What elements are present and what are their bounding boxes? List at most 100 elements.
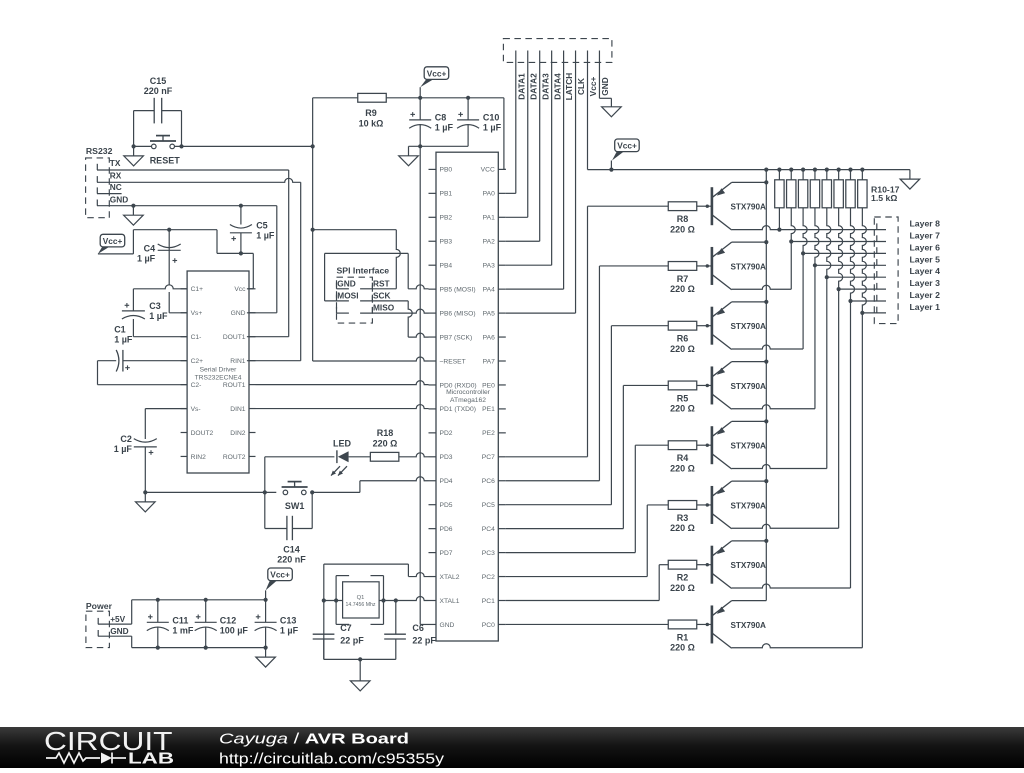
svg-text:PD7: PD7	[440, 550, 453, 557]
svg-text:+5V: +5V	[110, 614, 125, 624]
svg-text:PB0: PB0	[440, 167, 453, 174]
svg-text:SPI Interface: SPI Interface	[337, 266, 390, 276]
svg-text:PA5: PA5	[483, 310, 495, 317]
svg-text:DATA3: DATA3	[540, 73, 550, 100]
svg-text:TX: TX	[110, 158, 121, 168]
svg-text:RESET: RESET	[150, 156, 181, 166]
svg-text:Layer 5: Layer 5	[910, 254, 941, 264]
svg-text:Layer 2: Layer 2	[910, 290, 941, 300]
svg-text:220 Ω: 220 Ω	[670, 463, 695, 473]
svg-text:XTAL2: XTAL2	[440, 574, 460, 581]
svg-text:220 Ω: 220 Ω	[373, 438, 398, 448]
svg-text:PD4: PD4	[440, 478, 453, 485]
svg-text:PB4: PB4	[440, 263, 453, 270]
svg-text:http://circuitlab.com/c95355y: http://circuitlab.com/c95355y	[219, 751, 444, 768]
svg-text:R1: R1	[677, 632, 689, 642]
svg-text:Layer 8: Layer 8	[910, 219, 941, 229]
svg-text:PD3: PD3	[440, 454, 453, 461]
svg-text:ROUT2: ROUT2	[223, 454, 246, 461]
svg-text:220 Ω: 220 Ω	[670, 224, 695, 234]
svg-text:220 Ω: 220 Ω	[670, 523, 695, 533]
svg-text:Vcc+: Vcc+	[103, 236, 123, 246]
svg-text:Layer 4: Layer 4	[910, 266, 941, 276]
svg-text:PC6: PC6	[482, 478, 495, 485]
svg-text:220 Ω: 220 Ω	[670, 583, 695, 593]
svg-text:PC4: PC4	[482, 526, 495, 533]
svg-text:ROUT1: ROUT1	[223, 382, 246, 389]
svg-text:1.5 kΩ: 1.5 kΩ	[871, 193, 897, 203]
svg-text:C6: C6	[412, 623, 424, 633]
svg-text:GND: GND	[110, 194, 128, 204]
svg-text:TRS232ECNE4: TRS232ECNE4	[195, 374, 242, 381]
svg-text:R5: R5	[677, 393, 689, 403]
svg-text:DOUT1: DOUT1	[223, 334, 246, 341]
svg-text:DIN2: DIN2	[230, 430, 246, 437]
svg-text:22 pF: 22 pF	[412, 635, 436, 645]
svg-text:Vcc+: Vcc+	[617, 141, 637, 151]
svg-text:R9: R9	[365, 108, 377, 118]
svg-text:PD5: PD5	[440, 502, 453, 509]
svg-text:PC0: PC0	[482, 622, 495, 629]
svg-text:100 µF: 100 µF	[220, 626, 249, 636]
svg-text:GND: GND	[110, 626, 128, 636]
svg-text:PB2: PB2	[440, 215, 453, 222]
svg-text:PA7: PA7	[483, 358, 495, 365]
svg-text:C14: C14	[283, 544, 300, 554]
svg-text:DOUT2: DOUT2	[191, 430, 214, 437]
svg-text:C15: C15	[150, 76, 167, 86]
svg-text:Vcc: Vcc	[234, 286, 246, 293]
svg-text:MISO: MISO	[373, 303, 395, 313]
svg-text:PC5: PC5	[482, 502, 495, 509]
svg-text:SW1: SW1	[285, 501, 305, 511]
svg-text:GND: GND	[337, 279, 355, 289]
svg-text:C2+: C2+	[191, 358, 204, 365]
svg-text:Vcc+: Vcc+	[588, 77, 598, 97]
svg-text:R10-17: R10-17	[871, 185, 900, 195]
svg-text:1 mF: 1 mF	[172, 626, 194, 636]
svg-text:PE0: PE0	[482, 382, 495, 389]
svg-text:1 µF: 1 µF	[114, 444, 133, 454]
svg-text:PC1: PC1	[482, 598, 495, 605]
svg-text:220 Ω: 220 Ω	[670, 404, 695, 414]
svg-text:C2-: C2-	[191, 382, 202, 389]
svg-text:C1-: C1-	[191, 334, 202, 341]
svg-text:R18: R18	[377, 428, 394, 438]
svg-text:STX790A: STX790A	[730, 322, 766, 331]
svg-text:220 Ω: 220 Ω	[670, 284, 695, 294]
svg-text:Layer 3: Layer 3	[910, 278, 941, 288]
svg-text:22 pF: 22 pF	[340, 635, 364, 645]
svg-text:PA3: PA3	[483, 263, 495, 270]
svg-text:DATA2: DATA2	[528, 73, 538, 100]
svg-text:C7: C7	[340, 623, 352, 633]
svg-text:STX790A: STX790A	[730, 621, 766, 630]
svg-text:Serial Driver: Serial Driver	[200, 366, 238, 373]
svg-text:STX790A: STX790A	[730, 561, 766, 570]
svg-text:220 Ω: 220 Ω	[670, 643, 695, 653]
svg-text:C5: C5	[256, 220, 268, 230]
svg-text:PE1: PE1	[482, 406, 495, 413]
svg-text:PB6 (MISO): PB6 (MISO)	[440, 310, 476, 317]
svg-text:SCK: SCK	[373, 291, 391, 301]
svg-text:PA4: PA4	[483, 286, 495, 293]
svg-text:PC2: PC2	[482, 574, 495, 581]
svg-text:PB7 (SCK): PB7 (SCK)	[440, 334, 473, 341]
svg-text:PD6: PD6	[440, 526, 453, 533]
svg-text:R7: R7	[677, 274, 689, 284]
svg-text:STX790A: STX790A	[730, 262, 766, 271]
svg-text:RST: RST	[373, 279, 390, 289]
svg-text:STX790A: STX790A	[730, 203, 766, 212]
svg-text:220 nF: 220 nF	[144, 86, 173, 96]
svg-text:Layer 1: Layer 1	[910, 302, 941, 312]
svg-text:VCC: VCC	[481, 167, 495, 174]
svg-text:1 µF: 1 µF	[256, 230, 275, 240]
svg-text:1 µF: 1 µF	[483, 122, 502, 132]
svg-text:~RESET: ~RESET	[440, 358, 466, 365]
svg-text:GND: GND	[600, 77, 610, 95]
svg-text:Vcc+: Vcc+	[270, 570, 290, 580]
svg-text:R8: R8	[677, 214, 689, 224]
svg-text:Vs+: Vs+	[191, 310, 203, 317]
svg-text:PD2: PD2	[440, 430, 453, 437]
svg-text:C1+: C1+	[191, 286, 204, 293]
svg-text:Q1: Q1	[357, 595, 365, 601]
svg-text:PA1: PA1	[483, 215, 495, 222]
